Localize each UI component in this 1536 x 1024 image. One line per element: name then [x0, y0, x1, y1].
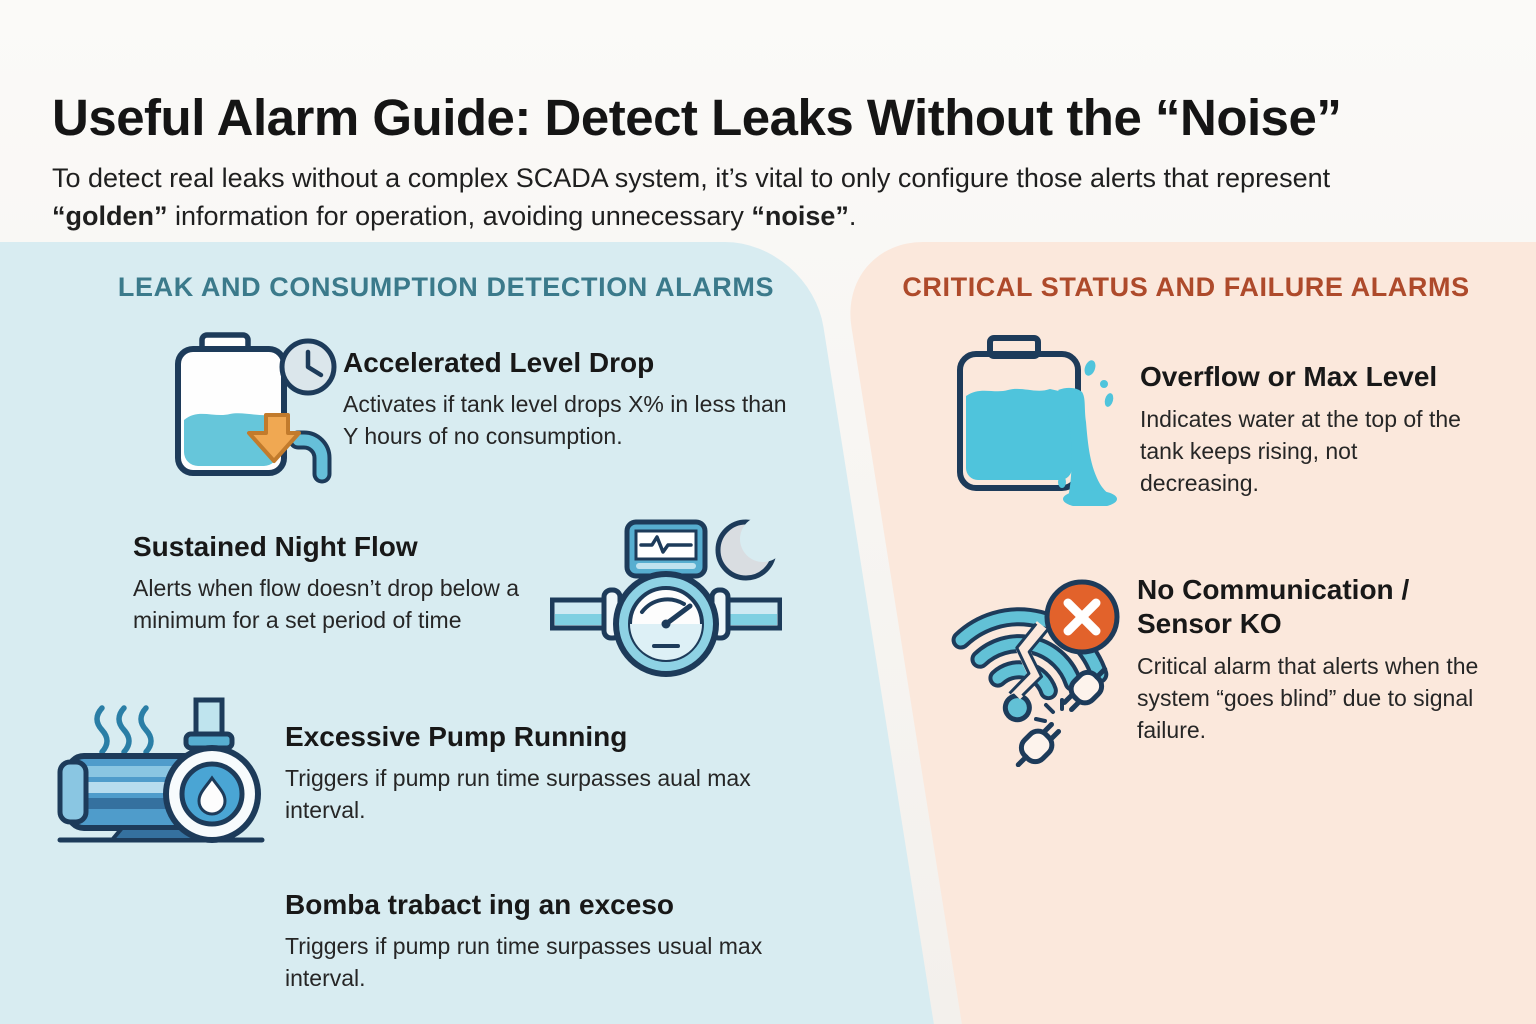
item-desc: Critical alarm that alerts when the syst…	[1137, 653, 1479, 744]
item-title: Bomba trabact ing an exceso	[285, 889, 675, 920]
overflow-tank-icon	[957, 335, 1117, 506]
subtitle-text: To detect real leaks without a complex S…	[52, 163, 1331, 193]
subtitle-bold-golden: “golden”	[52, 201, 168, 232]
right-column-header: CRITICAL STATUS AND FAILURE ALARMS	[902, 272, 1470, 302]
item-desc: Indicates water at the top of the tank k…	[1140, 406, 1461, 497]
item-desc: Alerts when flow doesn’t drop below a mi…	[133, 575, 520, 634]
item-desc: Activates if tank level drops X% in less…	[343, 391, 787, 450]
item-desc: Triggers if pump run time surpasses usua…	[285, 933, 763, 992]
pump-icon	[57, 697, 265, 843]
subtitle-bold-noise: “noise”	[751, 201, 849, 232]
item-title: Sustained Night Flow	[133, 531, 418, 562]
tank-level-drop-icon	[175, 332, 337, 484]
no-signal-icon	[951, 579, 1120, 767]
item-title: Overflow or Max Level	[1140, 361, 1438, 392]
night-flow-meter-icon	[550, 516, 782, 677]
item-title: Excessive Pump Running	[285, 721, 628, 752]
item-title: Accelerated Level Drop	[343, 347, 655, 378]
page-subtitle: To detect real leaks without a complex S…	[52, 163, 1331, 232]
left-column-header: LEAK AND CONSUMPTION DETECTION ALARMS	[117, 272, 775, 302]
page-title: Useful Alarm Guide: Detect Leaks Without…	[52, 89, 1342, 147]
item-title: No Communication / Sensor KO	[1137, 574, 1410, 640]
item-desc: Triggers if pump run time surpasses aual…	[285, 765, 751, 824]
